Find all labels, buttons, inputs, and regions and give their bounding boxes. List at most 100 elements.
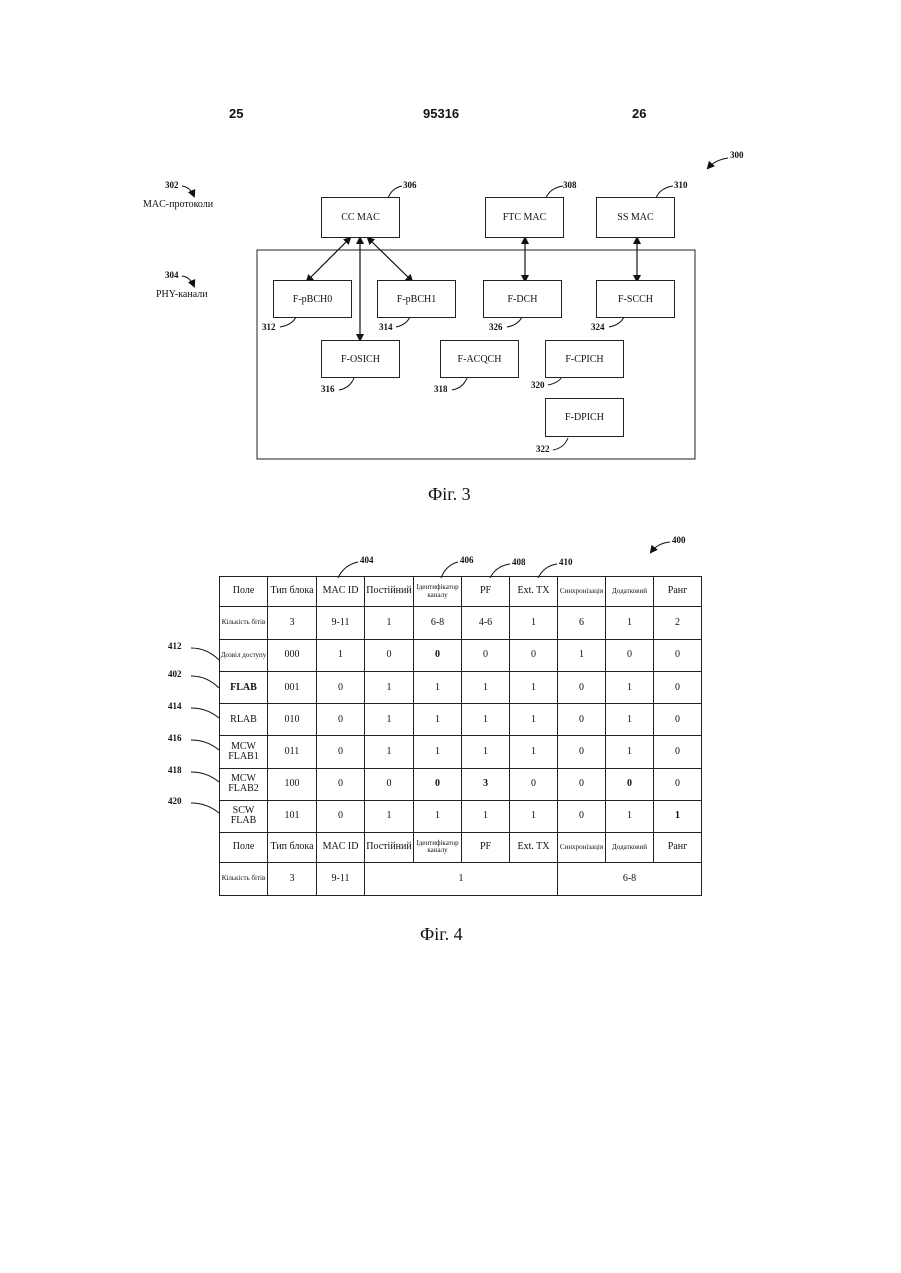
ss-mac-ref: 310 [674, 180, 688, 190]
table-cell: 1 [606, 736, 654, 768]
leader-302 [182, 186, 194, 196]
table-cell: 0 [317, 800, 365, 832]
header-cell: PF [462, 832, 510, 862]
table-cell: 1 [510, 704, 558, 736]
bits-row-2: Кількість бітів 3 9-11 1 6-8 [220, 862, 702, 895]
table-cell: 1 [462, 672, 510, 704]
header-cell: Ідентифікатор каналу [414, 832, 462, 862]
table-cell: 1 [606, 704, 654, 736]
arrow-ccmac-pbch1 [368, 238, 412, 281]
table-cell: MCW FLAB1 [220, 736, 268, 768]
table-cell: 0 [317, 768, 365, 800]
table-cell: 1 [414, 672, 462, 704]
leader-316 [339, 378, 354, 390]
header-cell: Синхронізація [558, 577, 606, 607]
leader-326 [507, 317, 522, 327]
table-cell: 0 [606, 768, 654, 800]
table-cell: 3 [462, 768, 510, 800]
phy-channels-ref: 304 [165, 270, 179, 280]
cc-mac-block: CC MAC [321, 197, 400, 238]
table-row: MCW FLAB2 100 0 0 0 3 0 0 0 0 [220, 768, 702, 800]
f-dpich-ref: 322 [536, 444, 550, 454]
f-pbch0-ref: 312 [262, 322, 276, 332]
leader-318 [452, 378, 467, 390]
header-cell: Ранг [654, 832, 702, 862]
table-cell: 4-6 [462, 607, 510, 640]
leader-400 [651, 542, 670, 552]
table-cell: 0 [558, 800, 606, 832]
table-row: MCW FLAB1 011 0 1 1 1 1 0 1 0 [220, 736, 702, 768]
table-cell: 1 [365, 736, 414, 768]
f-dpich-block: F-DPICH [545, 398, 624, 437]
row-ref-416: 416 [168, 733, 182, 743]
table-cell: 1 [510, 607, 558, 640]
table-cell: 1 [365, 672, 414, 704]
table-cell: 001 [268, 672, 317, 704]
table-cell: 011 [268, 736, 317, 768]
header-row-2: Поле Тип блока MAC ID Постійний Ідентифі… [220, 832, 702, 862]
table-cell: 1 [606, 800, 654, 832]
phy-channels-label: PHY-канали [156, 289, 208, 300]
leader-420 [191, 803, 219, 813]
header-cell: Додатковий [606, 577, 654, 607]
header-cell: MAC ID [317, 577, 365, 607]
leader-314 [396, 317, 410, 327]
header-cell: Ext. TX [510, 832, 558, 862]
table-cell: 0 [414, 640, 462, 672]
page-number-right: 26 [632, 106, 646, 121]
table-cell: 100 [268, 768, 317, 800]
table-cell: 1 [462, 704, 510, 736]
page-number-left: 25 [229, 106, 243, 121]
row-ref-402: 402 [168, 669, 182, 679]
leader-320 [548, 377, 562, 385]
table-cell: 0 [654, 736, 702, 768]
table-cell: MCW FLAB2 [220, 768, 268, 800]
table-cell: 1 [414, 704, 462, 736]
table-row: RLAB 010 0 1 1 1 1 0 1 0 [220, 704, 702, 736]
table-cell: 0 [558, 768, 606, 800]
f-cpich-ref: 320 [531, 380, 545, 390]
table-cell: 1 [462, 800, 510, 832]
table-cell: 1 [510, 736, 558, 768]
table-cell: 6-8 [414, 607, 462, 640]
f-dch-ref: 326 [489, 322, 503, 332]
table-cell: 0 [558, 736, 606, 768]
table-cell: 3 [268, 607, 317, 640]
leader-416 [191, 740, 219, 750]
table-cell: 0 [317, 736, 365, 768]
table-cell: 1 [365, 800, 414, 832]
table-cell: 1 [365, 607, 414, 640]
table-cell: 0 [365, 640, 414, 672]
table-cell: 0 [558, 704, 606, 736]
table-cell: 0 [317, 704, 365, 736]
leader-322 [553, 438, 568, 450]
leader-414 [191, 708, 219, 718]
f-dch-block: F-DCH [483, 280, 562, 318]
leader-300 [708, 158, 728, 168]
table-row: Дозвіл доступу 000 1 0 0 0 0 1 0 0 [220, 640, 702, 672]
bits-row: Кількість бітів 3 9-11 1 6-8 4-6 1 6 1 2 [220, 607, 702, 640]
fig3-ref-300: 300 [730, 150, 744, 160]
table-cell-merged: 6-8 [558, 862, 702, 895]
header-cell: Постійний [365, 832, 414, 862]
patent-number: 95316 [423, 106, 459, 121]
table-cell: 0 [558, 672, 606, 704]
fig4-caption: Фіг. 4 [420, 924, 463, 945]
leader-412 [191, 648, 219, 660]
table-cell: Дозвіл доступу [220, 640, 268, 672]
f-pbch1-ref: 314 [379, 322, 393, 332]
table-cell: 010 [268, 704, 317, 736]
leader-418 [191, 772, 219, 782]
table-cell: 0 [317, 672, 365, 704]
cc-mac-ref: 306 [403, 180, 417, 190]
leader-312 [280, 317, 296, 327]
table-cell: SCW FLAB [220, 800, 268, 832]
header-cell: Додатковий [606, 832, 654, 862]
header-cell: Постійний [365, 577, 414, 607]
arrow-ccmac-pbch0 [307, 238, 350, 281]
header-cell: Поле [220, 832, 268, 862]
header-cell: PF [462, 577, 510, 607]
mac-protocols-label: MAC-протоколи [143, 199, 213, 210]
header-cell: Синхронізація [558, 832, 606, 862]
table-cell: 0 [606, 640, 654, 672]
